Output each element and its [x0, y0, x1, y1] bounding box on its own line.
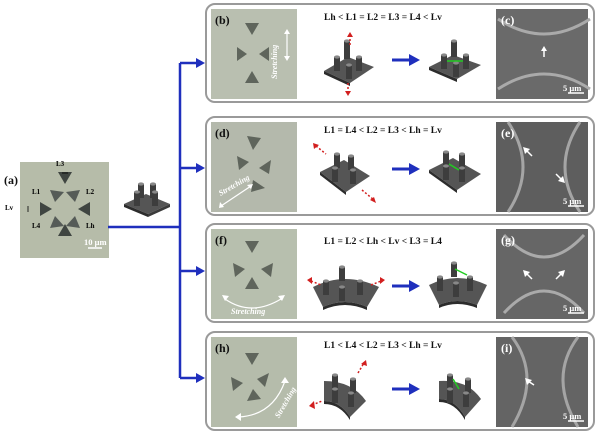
- micrograph-f-drawing: [222, 241, 285, 309]
- equation-f: L1 = L2 < Lh < Lv < L3 = L4: [324, 237, 442, 247]
- blue-arrow-b: [392, 54, 420, 66]
- label-l1: L1: [32, 188, 41, 196]
- row-b-c: (b) Stretching Lh < L1 = L2 = L3 = L4 < …: [205, 3, 595, 103]
- row-h-i: (h) Stretching L1 < L4 < L2 = L3 < Lh = …: [205, 331, 595, 431]
- schematic-h-after: [439, 373, 481, 420]
- sem-c: [496, 9, 588, 99]
- schematic-h-before: [309, 360, 367, 420]
- micrograph-h-drawing: [231, 353, 289, 421]
- panel-label-e: (e): [501, 126, 515, 140]
- schematic-f-after: [429, 261, 487, 308]
- row-d-e: (d) Stretching L1 = L4 < L2 = L3 < Lh = …: [205, 116, 595, 216]
- label-lv: Lv: [5, 204, 14, 212]
- panel-label-h: (h): [215, 341, 230, 355]
- scale-a: 10 μm: [84, 237, 107, 247]
- schematic-a: [124, 182, 170, 217]
- stretch-label-f: Stretching: [231, 307, 266, 316]
- panel-label-i: (i): [501, 341, 513, 355]
- micrograph-b-drawing: [237, 23, 290, 83]
- schematic-f-before: [307, 265, 385, 310]
- scale-g: 5 μm: [563, 303, 582, 313]
- panel-label-d: (d): [215, 126, 230, 140]
- scale-e: 5 μm: [563, 196, 582, 206]
- schematic-d-before: [313, 143, 376, 203]
- label-l2: L2: [86, 188, 95, 196]
- micrograph-d-drawing: [219, 136, 271, 208]
- scale-i: 5 μm: [563, 411, 582, 421]
- stretch-label-b: Stretching: [270, 44, 279, 79]
- micrograph-a-drawing: [27, 172, 102, 249]
- equation-b: Lh < L1 = L2 = L3 = L4 < Lv: [324, 13, 442, 23]
- panel-label-c: (c): [501, 13, 515, 27]
- scale-c: 5 μm: [563, 83, 582, 93]
- blue-arrow-h: [392, 383, 420, 395]
- panel-label-b: (b): [215, 13, 230, 27]
- label-l3: L3: [56, 160, 65, 168]
- sem-i: [496, 337, 588, 427]
- schematic-b-after: [429, 39, 481, 82]
- row-f-g: (f) Stretching L1 = L2 < Lh < Lv < L3 = …: [205, 223, 595, 323]
- sem-e-drawing: [506, 121, 584, 213]
- panel-label-f: (f): [215, 233, 227, 247]
- label-l4: L4: [32, 222, 41, 230]
- equation-d: L1 = L4 < L2 = L3 < Lh = Lv: [324, 126, 442, 136]
- schematic-d-after: [429, 150, 481, 193]
- blue-arrow-f: [392, 280, 420, 292]
- schematic-b-before: [324, 32, 374, 96]
- sem-c-drawing: [497, 17, 591, 94]
- panel-label-g: (g): [501, 233, 515, 247]
- sem-i-drawing: [510, 336, 584, 428]
- equation-h: L1 < L4 < L2 = L3 < Lh = Lv: [324, 341, 442, 351]
- blue-arrow-d: [392, 163, 420, 175]
- sem-g-drawing: [502, 233, 586, 315]
- panel-label-a: (a): [4, 173, 18, 187]
- label-lh: Lh: [86, 222, 95, 230]
